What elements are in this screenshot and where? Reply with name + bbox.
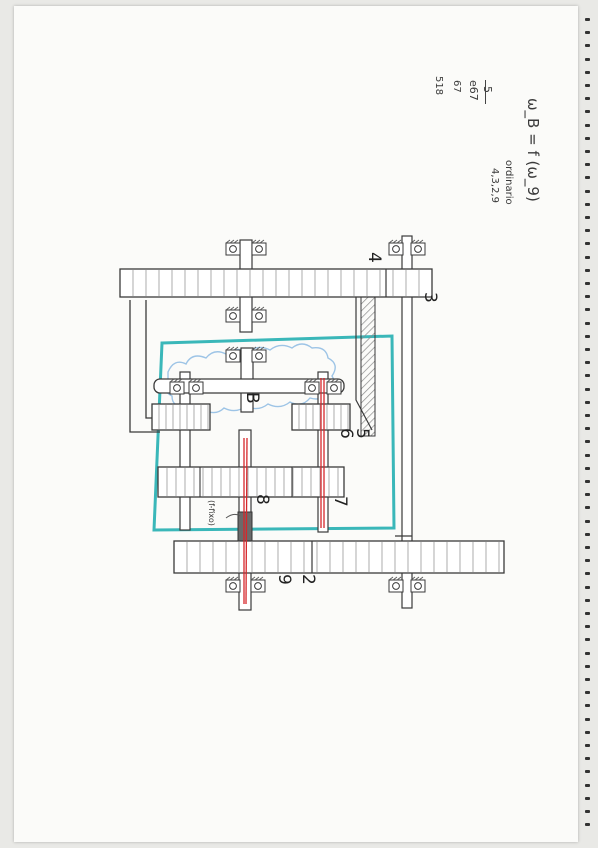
binding-hole: [585, 810, 590, 813]
binding-hole: [585, 664, 590, 668]
binding-hole: [585, 387, 590, 391]
shaft-left-gear: [179, 371, 191, 531]
binding-hole: [585, 783, 590, 787]
fixed-member-hatched: [360, 295, 376, 437]
shaft-right-long: [401, 235, 413, 609]
binding-hole: [585, 255, 590, 259]
binding-hole: [585, 334, 590, 338]
binding-hole: [585, 400, 590, 404]
binding-hole: [585, 136, 590, 140]
binding-hole: [585, 31, 590, 35]
binding-hole: [585, 638, 590, 642]
fraction-top: 5: [481, 86, 494, 93]
binding-hole: [585, 57, 590, 61]
binding-hole: [585, 123, 590, 127]
cyan-housing-outline: [152, 334, 396, 532]
gear-8-hub: [237, 511, 253, 543]
binding-hole: [585, 202, 590, 206]
red-highlights: [243, 378, 325, 605]
fraction-line: [485, 80, 486, 104]
binding-hole: [585, 546, 590, 549]
binding-hole: [585, 625, 590, 629]
gear-6-7-row: [157, 466, 345, 498]
label-2: 2: [298, 574, 318, 585]
binding-hole: [585, 268, 590, 272]
shaft-planet: [317, 371, 329, 533]
binding-hole: [585, 651, 590, 655]
binding-hole: [585, 572, 590, 576]
equation-text: ω_B = f (ω_9): [524, 98, 542, 202]
binding-hole: [585, 585, 590, 589]
binding-hole: [585, 242, 590, 246]
binding-hole: [585, 374, 590, 378]
binding-hole: [585, 770, 590, 774]
binding-hole: [585, 823, 590, 827]
binding-hole: [585, 176, 590, 180]
binding-hole: [585, 308, 590, 312]
binding-hole: [585, 678, 590, 681]
label-9: 9: [274, 574, 294, 585]
binding-hole: [585, 427, 590, 431]
binding-hole: [585, 84, 590, 87]
small-note: (f-fixo): [207, 500, 216, 526]
binding-hole: [585, 612, 590, 615]
spiral-binding-holes: [582, 18, 592, 838]
binding-hole: [585, 282, 590, 285]
binding-hole: [585, 704, 590, 708]
binding-hole: [585, 598, 590, 602]
binding-hole: [585, 321, 590, 325]
item-67: 67: [451, 80, 462, 93]
binding-hole: [585, 480, 590, 483]
binding-hole: [585, 744, 590, 747]
binding-hole: [585, 717, 590, 721]
gear-2-9: [173, 535, 505, 574]
fraction-bottom: e67: [467, 80, 480, 101]
label-8: 8: [252, 494, 272, 505]
note-arrow: [225, 513, 241, 519]
binding-hole: [585, 691, 590, 695]
label-7: 7: [330, 496, 350, 507]
binding-hole: [585, 730, 590, 734]
binding-hole: [585, 559, 590, 563]
binding-hole: [585, 532, 590, 536]
binding-hole: [585, 414, 590, 417]
ordinary-word: ordinario: [503, 160, 514, 205]
binding-hole: [585, 466, 590, 470]
binding-hole: [585, 150, 590, 153]
label-B: B: [242, 392, 262, 404]
gear-4: [119, 268, 433, 298]
binding-hole: [585, 229, 590, 233]
item-518: 518: [433, 76, 444, 96]
binding-hole: [585, 757, 590, 761]
binding-hole: [585, 493, 590, 497]
binding-hole: [585, 44, 590, 48]
binding-hole: [585, 216, 590, 219]
binding-hole: [585, 506, 590, 510]
binding-hole: [585, 97, 590, 101]
label-3: 3: [420, 292, 440, 303]
binding-hole: [585, 440, 590, 444]
binding-hole: [585, 519, 590, 523]
binding-hole: [585, 70, 590, 74]
binding-hole: [585, 796, 590, 800]
binding-hole: [585, 453, 590, 457]
label-6: 6: [336, 428, 356, 439]
binding-hole: [585, 361, 590, 365]
binding-hole: [585, 18, 590, 21]
binding-hole: [585, 189, 590, 193]
label-4: 4: [364, 252, 384, 263]
binding-hole: [585, 348, 590, 351]
ordinary-list: 4,3,2,9: [489, 168, 500, 203]
binding-hole: [585, 110, 590, 114]
binding-hole: [585, 163, 590, 167]
binding-hole: [585, 295, 590, 299]
gear-left-upper: [151, 403, 211, 431]
fixed-member-arm: [355, 296, 373, 431]
